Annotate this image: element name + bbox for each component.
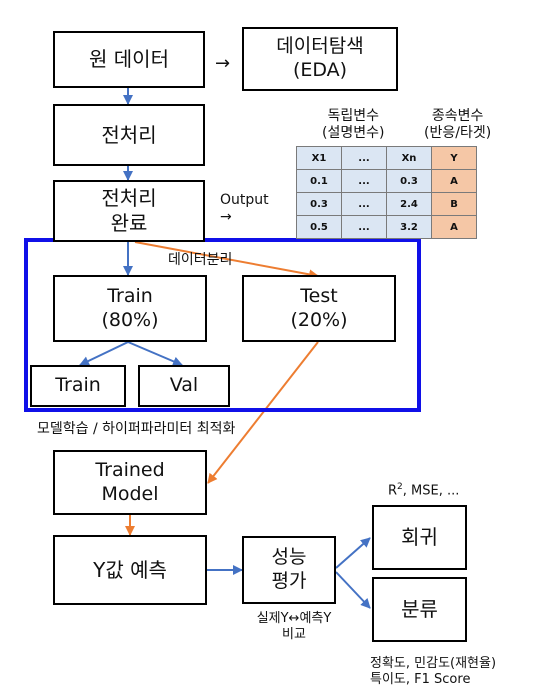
node-classification: 분류 bbox=[372, 577, 467, 642]
table-cell: 0.3 bbox=[296, 192, 342, 216]
node-raw-data: 원 데이터 bbox=[53, 31, 205, 88]
table-cell: ... bbox=[341, 146, 387, 170]
node-test-20: Test (20%) bbox=[242, 275, 396, 342]
table-cell: 2.4 bbox=[386, 192, 432, 216]
table-cell: X1 bbox=[296, 146, 342, 170]
node-evaluate: 성능 평가 bbox=[242, 536, 336, 604]
node-predict: Y값 예측 bbox=[53, 535, 207, 605]
table-cell: 3.2 bbox=[386, 215, 432, 239]
compare-text: 실제Y↔예측Y 비교 bbox=[256, 611, 332, 642]
node-val: Val bbox=[138, 365, 230, 407]
regression-metric-r: R bbox=[388, 483, 398, 499]
table-cell-target: A bbox=[431, 169, 477, 193]
table-cell: 0.1 bbox=[296, 169, 342, 193]
regression-metrics: R2, MSE, ... bbox=[388, 482, 459, 499]
arrow-evaluate-to-classification bbox=[335, 571, 371, 609]
arrow-evaluate-to-regression bbox=[335, 537, 371, 569]
table-cell: ... bbox=[341, 192, 387, 216]
node-train: Train bbox=[30, 365, 126, 407]
regression-metric-sup: 2 bbox=[397, 482, 403, 492]
sample-data-table: X1 ... Xn Y 0.1 ... 0.3 A 0.3 ... 2.4 B … bbox=[296, 146, 477, 239]
table-cell: Xn bbox=[386, 146, 432, 170]
data-split-label: 데이터분리 bbox=[168, 252, 233, 268]
dependent-vars-label: 종속변수 (반응/타겟) bbox=[424, 108, 492, 141]
table-cell: 0.3 bbox=[386, 169, 432, 193]
table-cell: ... bbox=[341, 169, 387, 193]
table-cell-target: A bbox=[431, 215, 477, 239]
node-regression: 회귀 bbox=[372, 505, 467, 570]
node-preprocess-done: 전처리 완료 bbox=[53, 180, 205, 242]
data-split-frame bbox=[24, 238, 421, 412]
output-label: Output → bbox=[220, 192, 269, 225]
independent-vars-label: 독립변수 (설명변수) bbox=[322, 108, 385, 141]
table-cell: 0.5 bbox=[296, 215, 342, 239]
table-row: 0.3 ... 2.4 B bbox=[296, 192, 477, 216]
training-caption: 모델학습 / 하이퍼파라미터 최적화 bbox=[37, 421, 236, 437]
table-row: X1 ... Xn Y bbox=[296, 146, 477, 170]
node-eda: 데이터탐색 (EDA) bbox=[242, 27, 398, 91]
node-train-80: Train (80%) bbox=[53, 275, 207, 342]
node-trained-model: Trained Model bbox=[53, 450, 207, 515]
table-row: 0.5 ... 3.2 A bbox=[296, 215, 477, 239]
arrow-to-eda-label: → bbox=[215, 53, 231, 74]
regression-metric-rest: , MSE, ... bbox=[402, 483, 460, 499]
table-row: 0.1 ... 0.3 A bbox=[296, 169, 477, 193]
table-cell: ... bbox=[341, 215, 387, 239]
table-cell-target: B bbox=[431, 192, 477, 216]
table-cell-target: Y bbox=[431, 146, 477, 170]
compare-label: 실제Y↔예측Y 비교 bbox=[242, 611, 346, 642]
classification-metrics: 정확도, 민감도(재현율) 특이도, F1 Score bbox=[370, 656, 497, 687]
node-preprocess: 전처리 bbox=[53, 104, 205, 166]
